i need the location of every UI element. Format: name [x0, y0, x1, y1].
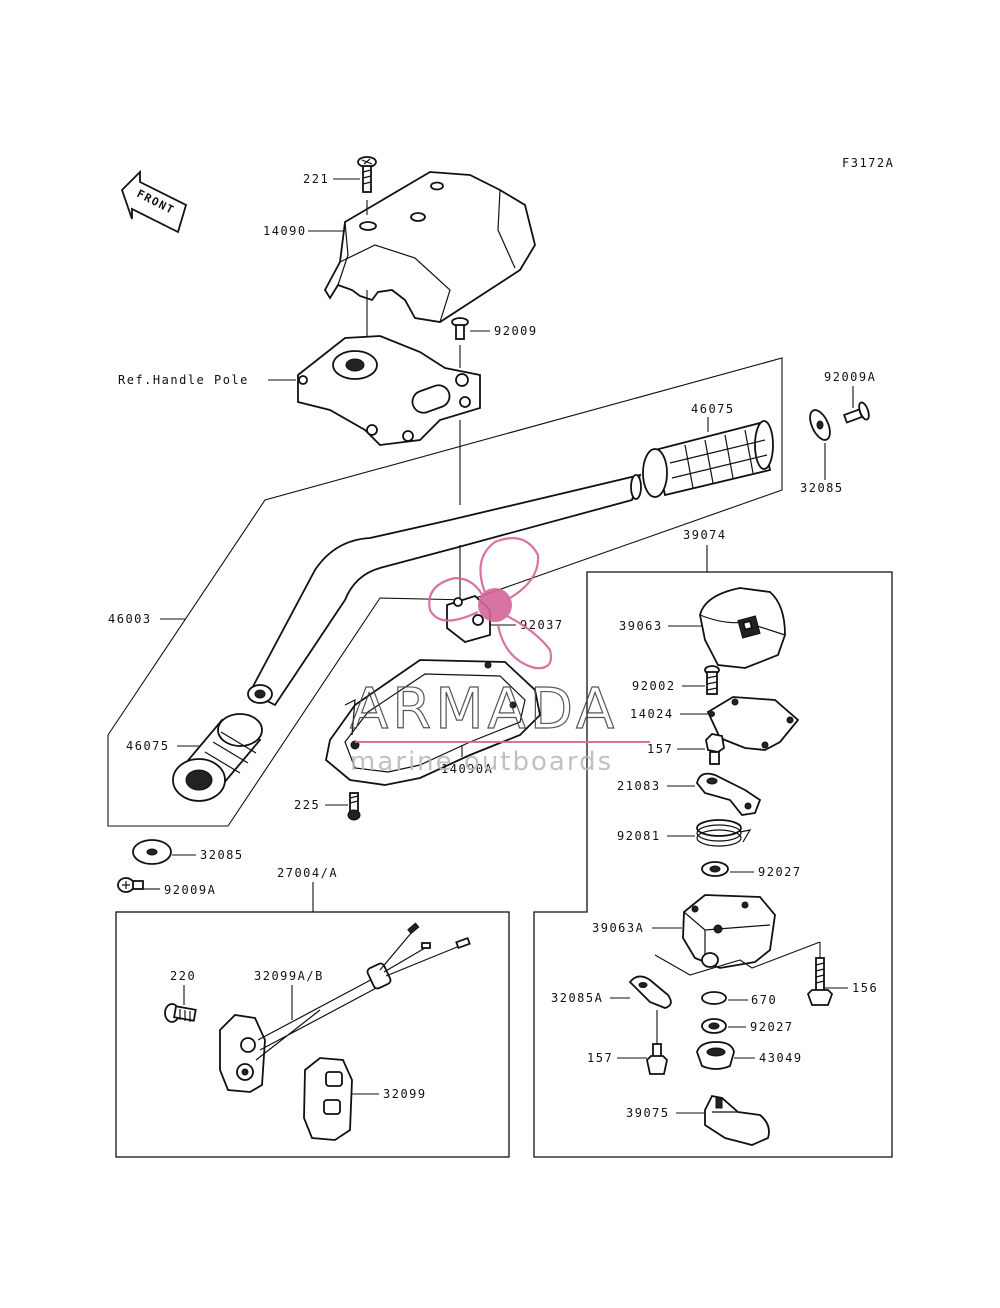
label-32085A: 32085A — [551, 991, 603, 1005]
label-21083: 21083 — [617, 779, 661, 793]
label-27004A: 27004/A — [277, 866, 338, 880]
label-39074: 39074 — [683, 528, 727, 542]
bolt-156-part — [806, 942, 834, 1006]
label-92009-top: 92009 — [494, 324, 538, 338]
label-156: 156 — [852, 981, 878, 995]
label-92081: 92081 — [617, 829, 661, 843]
handlebar-outline — [107, 357, 783, 827]
o-ring-670-part — [701, 991, 727, 1005]
cam-32085A-part — [628, 975, 672, 1009]
figure-code: F3172A — [842, 156, 894, 170]
throttle-cover-39063-part — [699, 587, 786, 669]
label-32099: 32099 — [383, 1087, 427, 1101]
lower-cover-part — [325, 659, 541, 786]
label-157-bottom: 157 — [587, 1051, 613, 1065]
label-92002: 92002 — [632, 679, 676, 693]
washer-92027-bottom-part — [701, 1018, 727, 1034]
propeller-logo-icon — [428, 537, 553, 670]
screw-92002-part — [704, 665, 720, 695]
spring-92081-part — [696, 819, 752, 847]
throttle-assembly-box — [533, 571, 893, 1158]
label-92027-top: 92027 — [758, 865, 802, 879]
screw-92009-part — [451, 317, 469, 368]
grip-right-part — [642, 420, 774, 498]
label-46075-right: 46075 — [691, 402, 735, 416]
label-39063: 39063 — [619, 619, 663, 633]
label-221: 221 — [303, 172, 329, 186]
screw-221-part — [357, 156, 377, 215]
label-32085-left: 32085 — [200, 848, 244, 862]
label-14024: 14024 — [630, 707, 674, 721]
label-ref-handle-pole: Ref.Handle Pole — [118, 373, 249, 387]
label-225: 225 — [294, 798, 320, 812]
handlebar-46003-part — [247, 473, 642, 707]
switch-housing-32099AB-part — [219, 922, 471, 1093]
label-92009A-right: 92009A — [824, 370, 876, 384]
switch-assembly-box — [115, 911, 510, 1158]
end-cap-left-part — [132, 839, 172, 865]
bolt-157-bottom-part — [646, 1043, 668, 1075]
label-92037: 92037 — [520, 618, 564, 632]
label-32099AB: 32099A/B — [254, 969, 324, 983]
watermark-tagline: marine outboards — [350, 747, 613, 777]
switch-cover-32099-part — [303, 1057, 353, 1141]
end-cap-right-part — [809, 409, 831, 441]
screw-225-part — [347, 792, 361, 821]
label-14090: 14090 — [263, 224, 307, 238]
label-92009A-left: 92009A — [164, 883, 216, 897]
bolt-157-top-part — [705, 733, 725, 765]
gasket-14024-part — [706, 696, 800, 751]
front-arrow-icon: FRONT — [120, 169, 188, 234]
watermark-brand: ARMADA — [350, 677, 618, 742]
label-157-top: 157 — [647, 742, 673, 756]
watermark: ARMADA marine outboards — [349, 537, 650, 777]
screw-92009A-right-part — [842, 401, 870, 424]
washer-92027-top-part — [701, 861, 729, 877]
label-92027-bottom: 92027 — [750, 1020, 794, 1034]
lever-21083-part — [696, 772, 762, 816]
label-220: 220 — [170, 969, 196, 983]
label-46075-left: 46075 — [126, 739, 170, 753]
label-39075: 39075 — [626, 1106, 670, 1120]
label-39063A: 39063A — [592, 921, 644, 935]
label-43049: 43049 — [759, 1051, 803, 1065]
label-14090A: 14090A — [441, 762, 493, 776]
screw-92009A-left-part — [117, 877, 144, 893]
handle-pole-plate-part — [297, 335, 481, 446]
label-32085-right: 32085 — [800, 481, 844, 495]
throttle-lever-39075-part — [704, 1094, 770, 1146]
label-670: 670 — [751, 993, 777, 1007]
handle-cover-part — [323, 171, 536, 323]
throttle-housing-39063A-part — [682, 894, 776, 969]
seal-43049-part — [696, 1041, 735, 1070]
grip-left-part — [172, 713, 263, 802]
bolt-220-part — [164, 1003, 197, 1023]
label-46003: 46003 — [108, 612, 152, 626]
